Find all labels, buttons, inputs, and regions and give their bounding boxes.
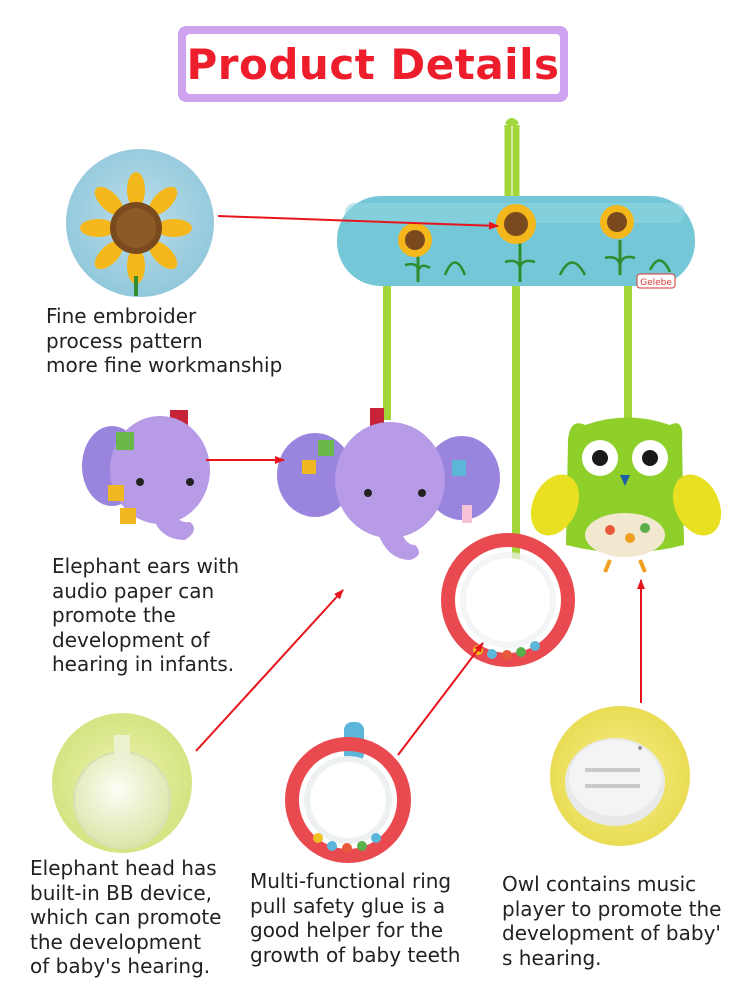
caption-line: good helper for the: [250, 918, 444, 942]
caption-line: development of baby': [502, 921, 721, 945]
caption-line: promote the: [52, 603, 176, 627]
sunflower-middle: [496, 204, 536, 244]
callout-arrows: [195, 215, 645, 756]
detail-ring: [285, 722, 411, 863]
caption-line: Multi-functional ring: [250, 869, 452, 893]
caption-line: the development: [30, 929, 202, 954]
caption-line: player to promote the: [502, 896, 722, 921]
brand-tag-text: Gelebe: [640, 278, 672, 288]
owl-toy: [530, 417, 722, 573]
page-title: Product Details: [186, 39, 560, 89]
arrow-bb-device: [195, 589, 344, 752]
caption-music-player: Owl contains music player to promote the…: [502, 872, 721, 970]
elephant-toy: [277, 408, 500, 560]
sunflower-right: [600, 205, 634, 239]
caption-elephant-ears: Elephant ears with audio paper can promo…: [52, 554, 239, 677]
caption-line: audio paper can: [52, 578, 215, 603]
caption-line: Elephant ears with: [52, 554, 239, 578]
detail-music-player: [550, 706, 690, 846]
arrow-embroidery: [217, 215, 499, 230]
detail-bb-device: [52, 713, 192, 853]
sunflower-left: [398, 223, 432, 257]
caption-line: process pattern: [46, 328, 203, 353]
caption-line: s hearing.: [502, 945, 602, 970]
caption-line: hearing in infants.: [52, 652, 235, 676]
caption-line: Owl contains music: [502, 872, 697, 896]
caption-line: growth of baby teeth: [250, 942, 461, 967]
caption-line: Elephant head has: [30, 856, 217, 880]
caption-embroidery: Fine embroider process pattern more fine…: [46, 304, 282, 378]
detail-embroidery: [66, 149, 214, 297]
caption-ring: Multi-functional ring pull safety glue i…: [250, 869, 460, 967]
title-banner: Product Details: [178, 26, 568, 102]
caption-line: development of: [52, 627, 210, 652]
caption-line: pull safety glue is a: [250, 893, 446, 918]
arrow-ring: [397, 642, 484, 756]
caption-line: built-in BB device,: [30, 880, 212, 905]
caption-line: which can promote: [30, 905, 222, 929]
ring-toy: [441, 533, 575, 667]
brand-tag: Gelebe: [636, 273, 676, 289]
caption-line: of baby's hearing.: [30, 954, 211, 978]
caption-bb-device: Elephant head has built-in BB device, wh…: [30, 856, 221, 979]
caption-line: Fine embroider: [46, 304, 197, 328]
title-frame: Product Details: [186, 34, 560, 94]
caption-line: more fine workmanship: [46, 353, 283, 377]
detail-elephant-ears: [82, 410, 210, 540]
